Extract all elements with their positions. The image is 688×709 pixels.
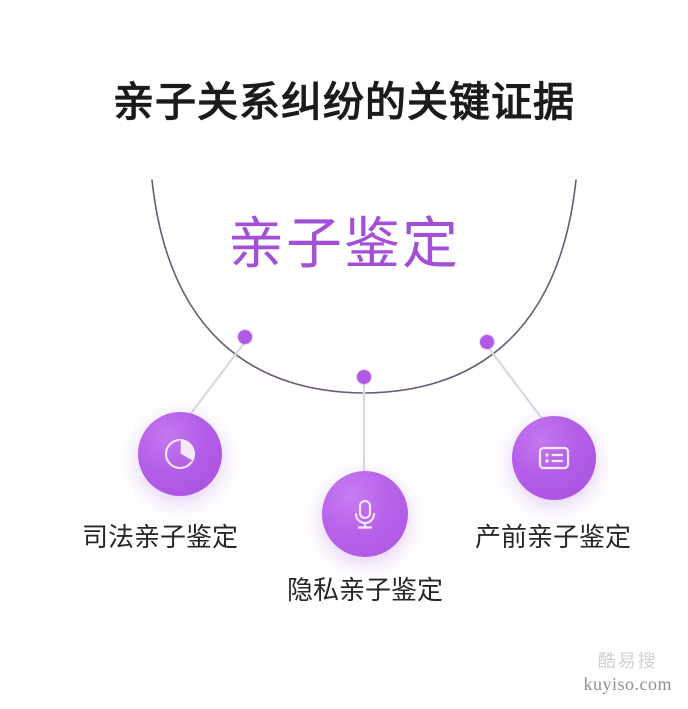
node-label-judicial: 司法亲子鉴定 (81, 522, 238, 552)
page-title: 亲子关系纠纷的关键证据 (113, 79, 575, 125)
connector-line-prenatal (486, 345, 548, 426)
watermark: 酷易搜 kuyiso.com (584, 649, 673, 695)
list-card-icon (534, 438, 574, 478)
center-keyword: 亲子鉴定 (228, 212, 460, 275)
pie-chart-icon (160, 434, 200, 474)
watermark-url: kuyiso.com (583, 674, 672, 694)
arc-node-dot-judicial (238, 330, 252, 344)
arc-node-dot-prenatal (480, 335, 494, 349)
node-label-prenatal: 产前亲子鉴定 (474, 522, 631, 552)
microphone-icon (345, 494, 385, 534)
node-circle-prenatal[interactable] (512, 416, 596, 500)
node-circle-judicial[interactable] (138, 412, 222, 496)
arc-node-dot-privacy (357, 370, 371, 384)
connector-line-judicial (184, 340, 247, 422)
watermark-brand: 酷易搜 (597, 651, 658, 671)
node-label-privacy: 隐私亲子鉴定 (286, 575, 443, 605)
node-circle-privacy[interactable] (322, 471, 408, 557)
